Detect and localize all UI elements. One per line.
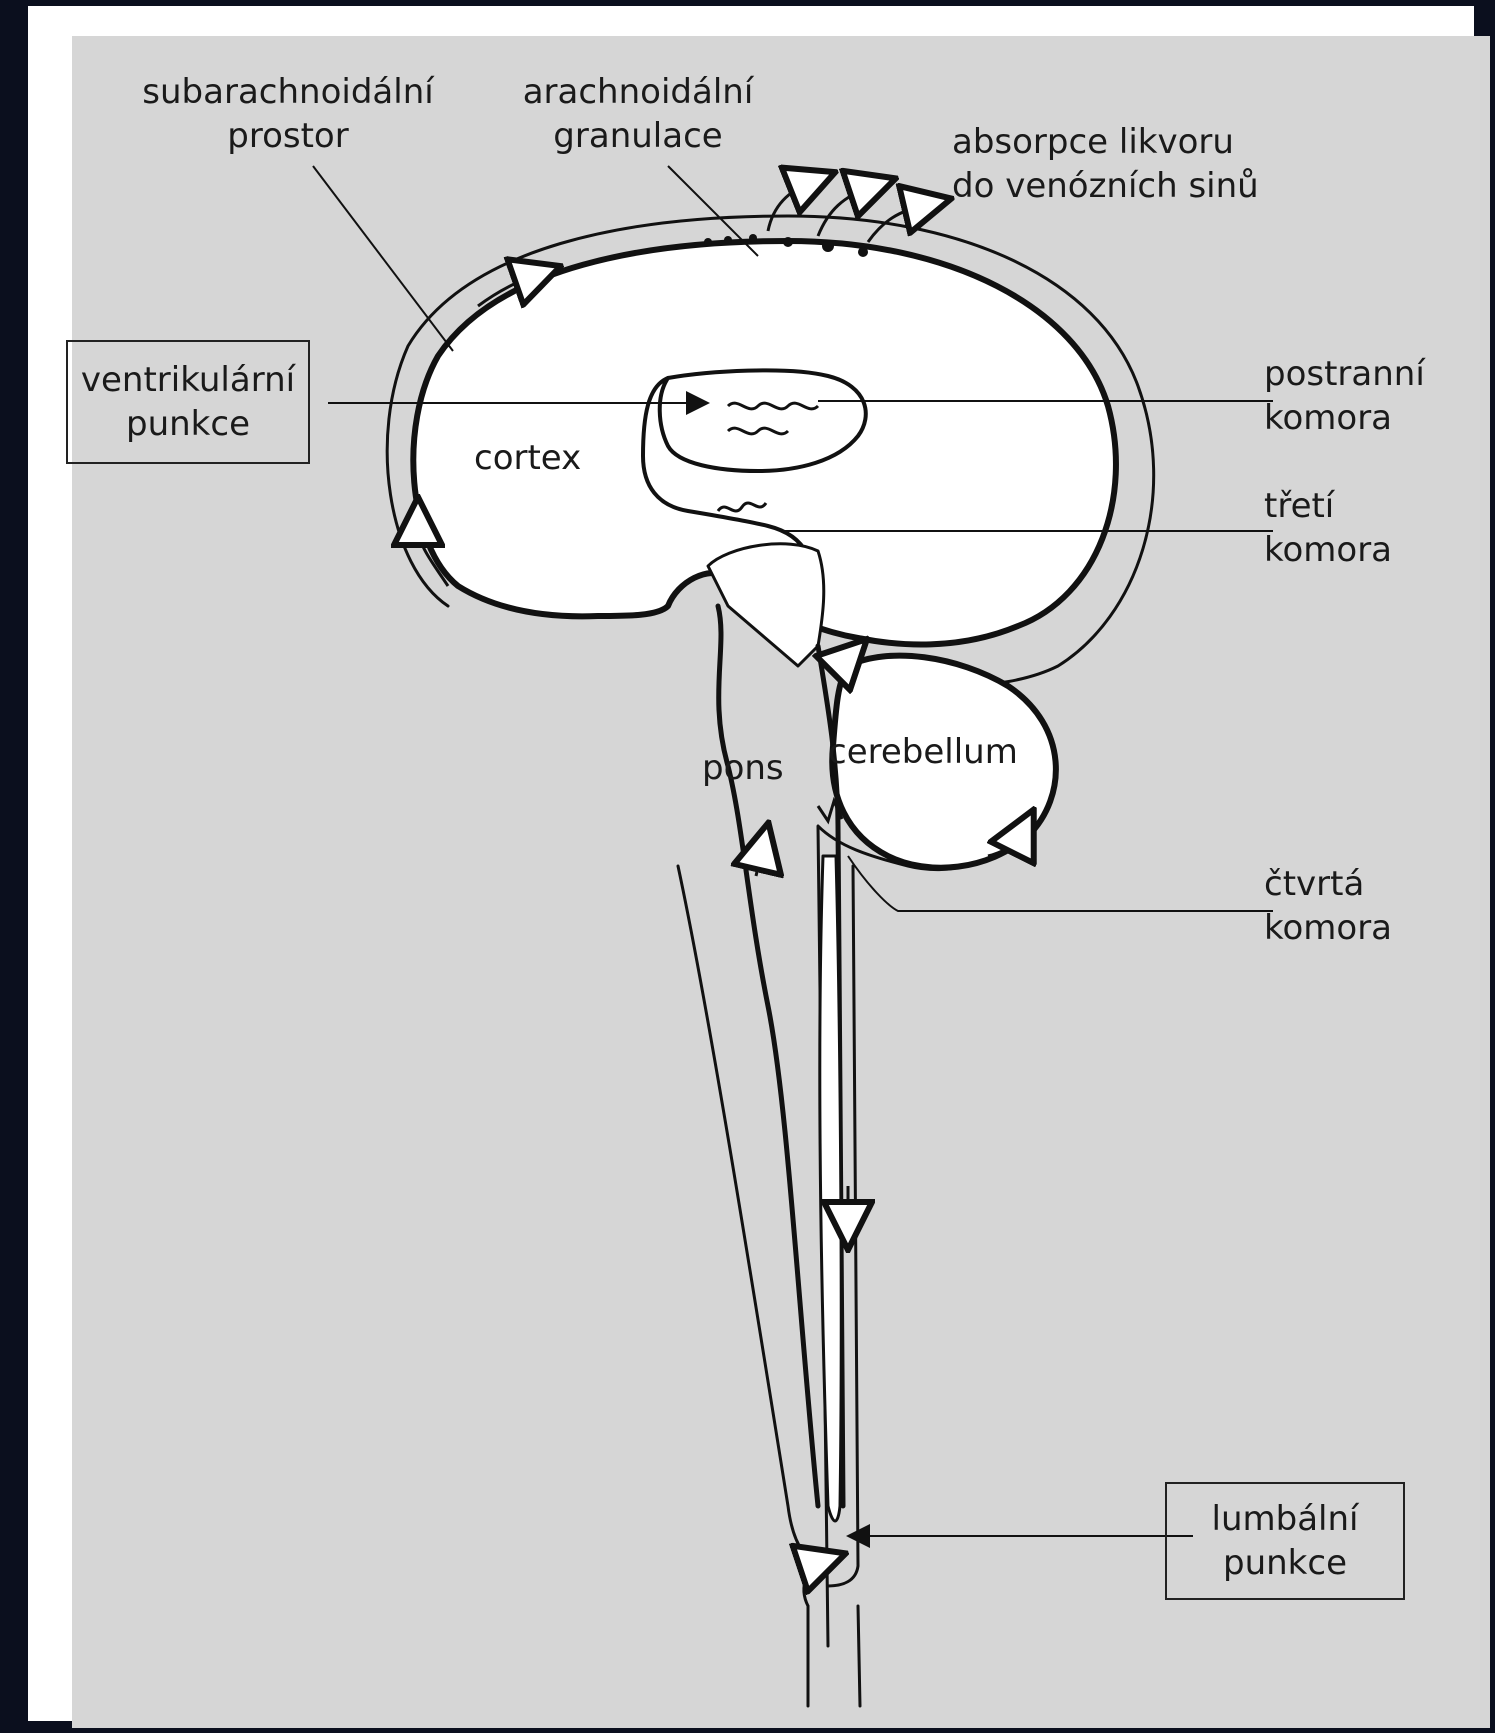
label-cortex: cortex: [474, 436, 581, 480]
label-subarachnoid-line2: prostor: [138, 114, 438, 158]
label-cerebellum: cerebellum: [828, 730, 1018, 774]
central-canal: [820, 856, 842, 1521]
label-third-ventricle: třetí komora: [1264, 484, 1392, 572]
spinal-root-right: [858, 1606, 860, 1706]
label-csf-absorption: absorpce likvoru do venózních sinů: [952, 120, 1259, 208]
label-ventricular-line2: punkce: [81, 402, 295, 446]
label-lateral-line2: komora: [1264, 396, 1425, 440]
absorption-arrows: [768, 181, 928, 242]
label-lumbar-line2: punkce: [1212, 1541, 1359, 1585]
label-granulations-line1: arachnoidální: [508, 70, 768, 114]
label-arachnoid-granulations: arachnoidální granulace: [508, 70, 768, 158]
label-absorption-line1: absorpce likvoru: [952, 120, 1259, 164]
lateral-ventricle-outline: [660, 370, 866, 471]
pons-cord-left: [718, 606, 818, 1506]
label-subarachnoid-line1: subarachnoidální: [138, 70, 438, 114]
label-ventricular-puncture: ventrikulární punkce: [81, 358, 295, 446]
label-fourth-line2: komora: [1264, 906, 1392, 950]
spinal-sac-left: [678, 866, 828, 1566]
box-ventricular-puncture: ventrikulární punkce: [66, 340, 310, 464]
label-third-line1: třetí: [1264, 484, 1392, 528]
label-pons: pons: [702, 746, 784, 790]
label-subarachnoid-space: subarachnoidální prostor: [138, 70, 438, 158]
label-granulations-line2: granulace: [508, 114, 768, 158]
aqueduct: [708, 544, 824, 666]
label-third-line2: komora: [1264, 528, 1392, 572]
label-lateral-line1: postranní: [1264, 352, 1425, 396]
label-absorption-line2: do venózních sinů: [952, 164, 1259, 208]
label-fourth-ventricle: čtvrtá komora: [1264, 862, 1392, 950]
label-lateral-ventricle: postranní komora: [1264, 352, 1425, 440]
label-lumbar-line1: lumbální: [1212, 1497, 1359, 1541]
box-lumbar-puncture: lumbální punkce: [1165, 1482, 1405, 1600]
label-ventricular-line1: ventrikulární: [81, 358, 295, 402]
label-fourth-line1: čtvrtá: [1264, 862, 1392, 906]
csf-circulation-diagram: [28, 6, 1474, 1721]
image-frame: subarachnoidální prostor arachnoidální g…: [28, 6, 1474, 1721]
label-lumbar-puncture: lumbální punkce: [1212, 1497, 1359, 1585]
